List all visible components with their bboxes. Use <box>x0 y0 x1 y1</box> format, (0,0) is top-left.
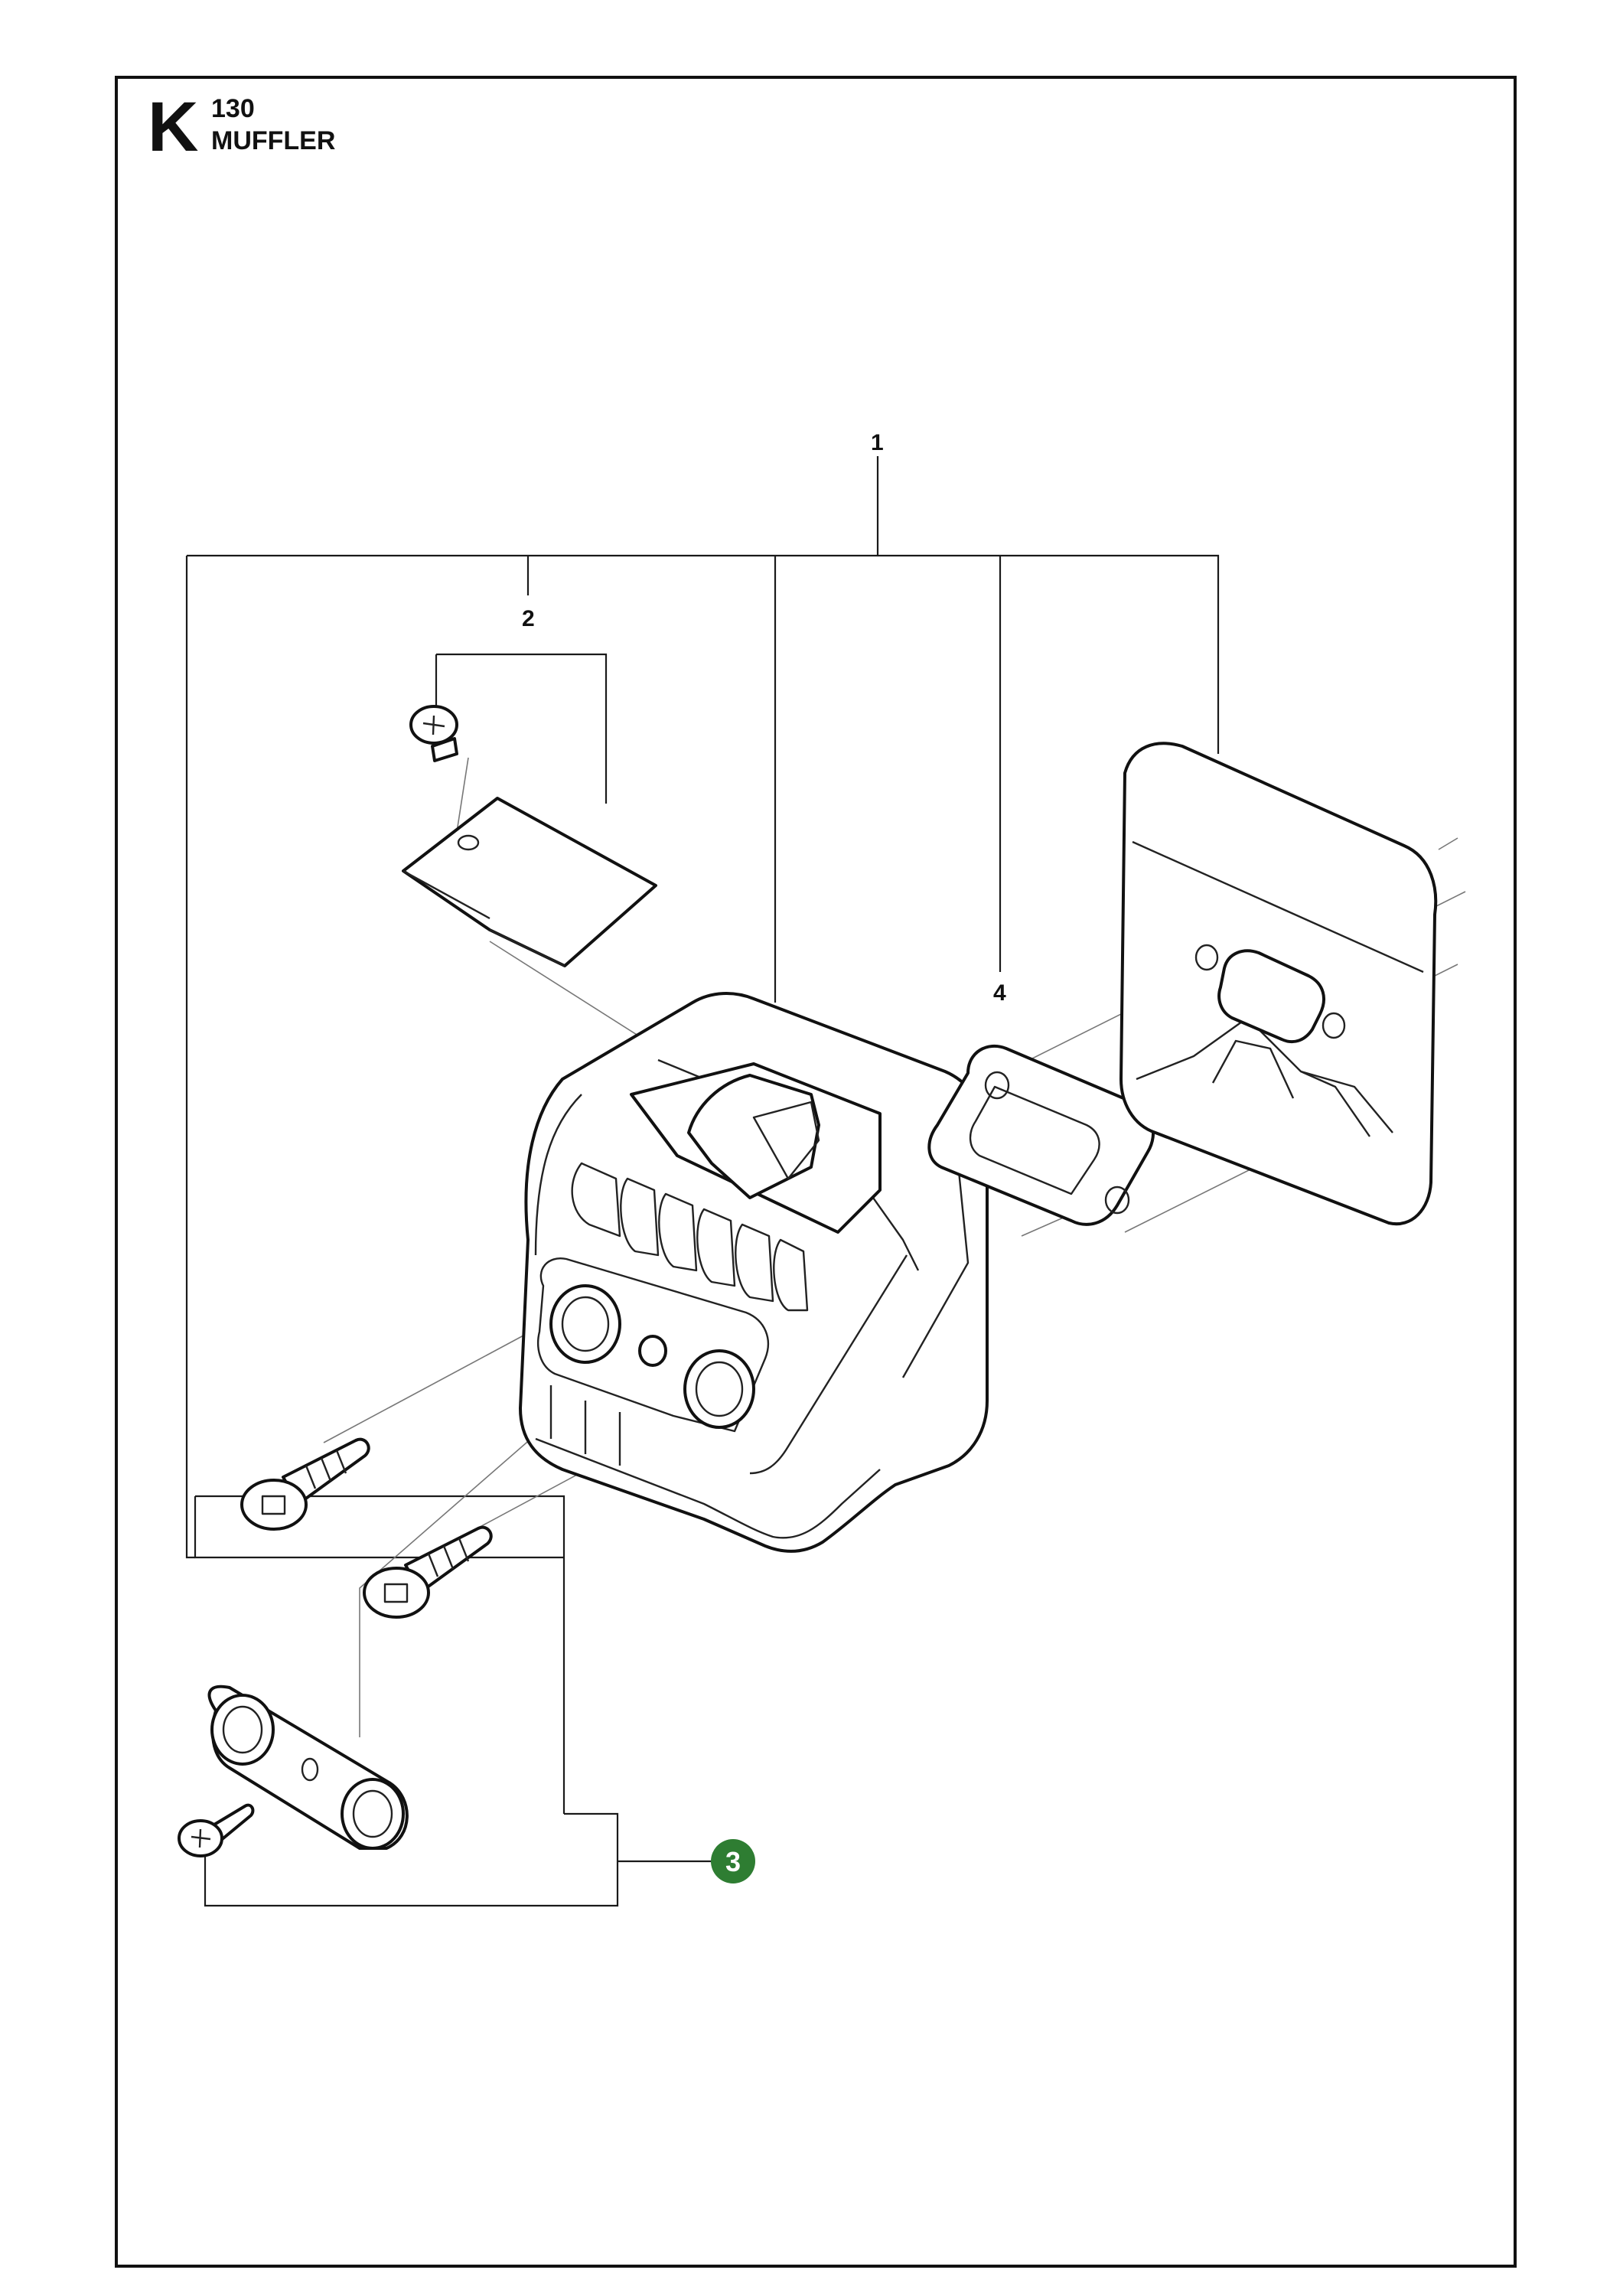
callout-item-1: 1 <box>871 430 884 455</box>
callout-item-2: 2 <box>522 606 535 631</box>
section-letter: K <box>148 88 198 166</box>
cooling-ribs <box>571 1162 809 1312</box>
heat-shield-plate <box>402 797 657 967</box>
callout-item-3-badge: 3 <box>711 1839 755 1883</box>
socket-bolt-upper <box>240 1437 370 1531</box>
callout-badge-circle <box>711 1839 755 1883</box>
socket-bolt-lower <box>363 1525 493 1619</box>
strap-plate <box>207 1684 409 1850</box>
small-screw-lower <box>178 1803 255 1857</box>
section-title: MUFFLER <box>211 126 335 155</box>
section-header: K 130 MUFFLER <box>148 88 335 166</box>
small-screw-top <box>409 705 458 762</box>
callout-item-3: 3 <box>725 1846 741 1877</box>
callout-item-4: 4 <box>993 980 1006 1006</box>
rear-heat-shield <box>1119 742 1438 1226</box>
gasket <box>927 1044 1155 1226</box>
page-frame <box>115 76 1517 2268</box>
section-number: 130 <box>211 94 255 123</box>
muffler-body <box>519 992 989 1553</box>
